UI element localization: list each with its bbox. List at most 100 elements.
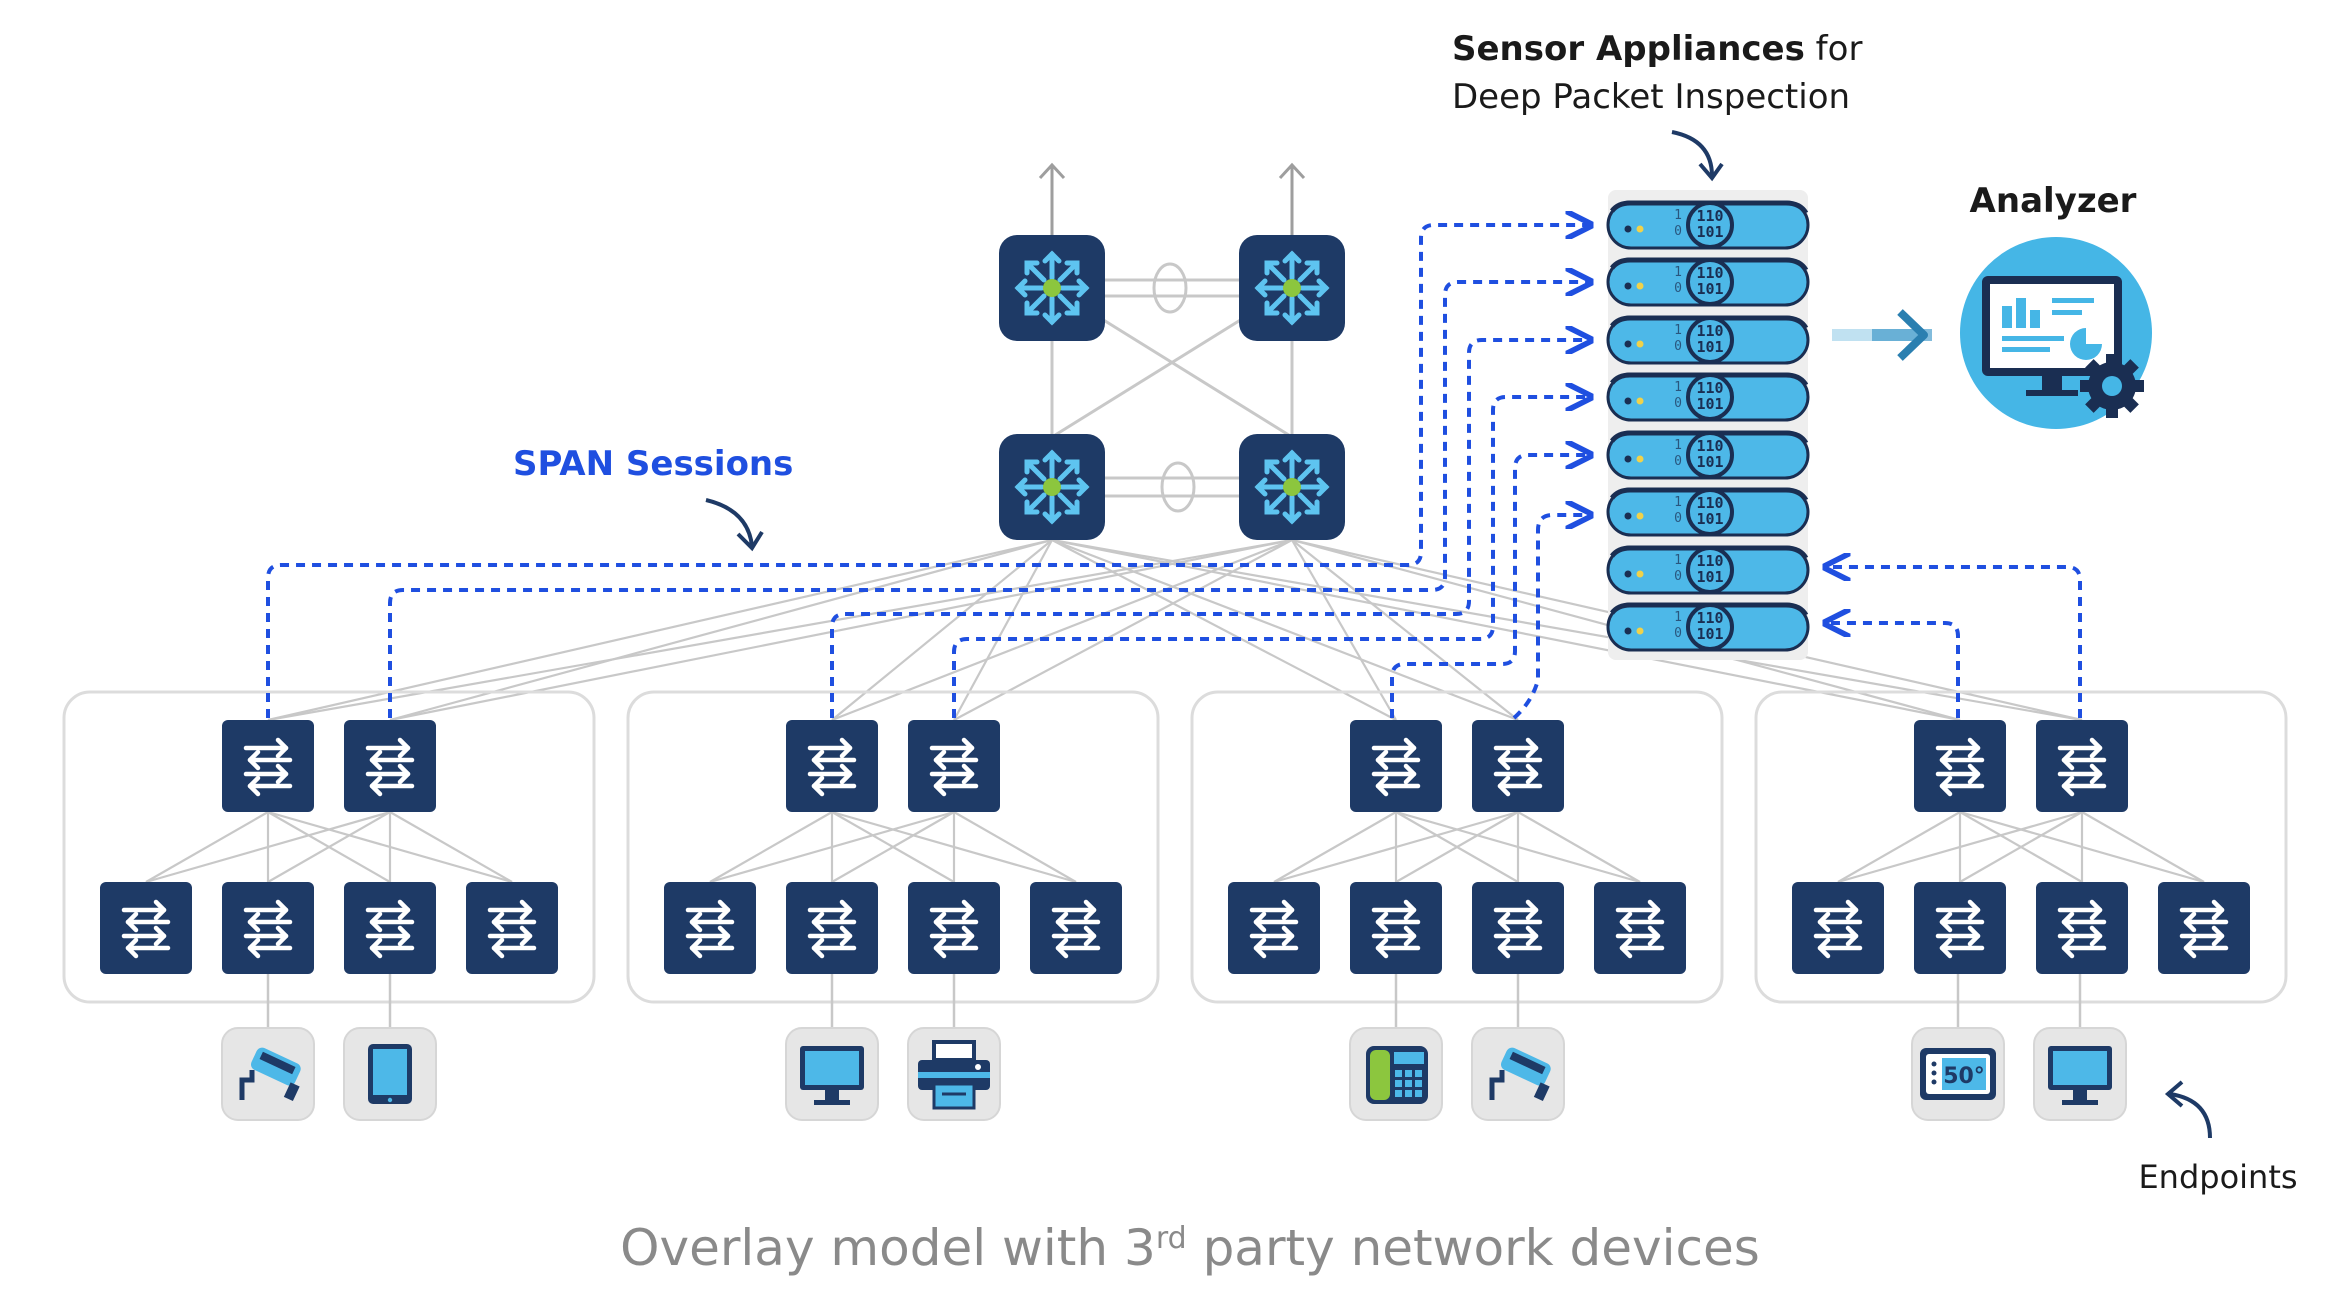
endpoint [221, 974, 315, 1121]
aggregation-switch-icon [786, 720, 878, 812]
span-label-arrow [705, 498, 754, 547]
pod-3 [1190, 690, 1724, 1004]
span-path [1390, 455, 1588, 718]
core-agg-link [953, 539, 1293, 721]
core-agg-link [1291, 539, 1397, 721]
access-switch-icon [786, 882, 878, 974]
sensor-heading-arrow [1671, 130, 1714, 177]
security-camera-icon [1489, 1047, 1551, 1102]
aggregation-switch-icon [222, 720, 314, 812]
access-switch-icon [466, 882, 558, 974]
security-camera-icon [239, 1047, 301, 1102]
endpoint: 50° [1911, 974, 2005, 1121]
sensor-bits-bottom: 101 [1696, 568, 1723, 586]
sensor-bits-faint: 0 [1674, 569, 1682, 584]
sensor-bits-bottom: 101 [1696, 510, 1723, 528]
access-switch-icon [1350, 882, 1442, 974]
agg-access-link [1837, 810, 2083, 884]
core-agg-link [267, 538, 1053, 722]
sensor-heading-arrow-head [1698, 162, 1724, 182]
sensor-bits-top: 110 [1696, 609, 1723, 627]
pod-4 [1754, 690, 2288, 1004]
core-agg-link [267, 538, 1293, 722]
sensor-bits-faint: 1 [1674, 553, 1682, 568]
analyzer-feed-arrow [1832, 309, 1932, 361]
agg-access-link [389, 811, 513, 883]
sensor-bits-top: 110 [1696, 207, 1723, 225]
sensor-bits-top: 110 [1696, 264, 1723, 282]
pod-boundary [626, 690, 1160, 1004]
sensor-bits-faint: 1 [1674, 438, 1682, 453]
endpoint [1471, 974, 1565, 1121]
access-switch-icon [2036, 882, 2128, 974]
access-switch-icon [1228, 882, 1320, 974]
endpoint [785, 974, 879, 1121]
pod-boundary [1754, 690, 2288, 1004]
endpoints-arrow-head [2164, 1080, 2184, 1108]
access-switch-icon [1030, 882, 1122, 974]
sensor-bits-faint: 0 [1674, 511, 1682, 526]
endpoint [907, 974, 1001, 1121]
sensor-bits-bottom: 101 [1696, 280, 1723, 298]
pod-2 [626, 690, 1160, 1004]
access-switch-icon [1594, 882, 1686, 974]
sensor-bits-top: 110 [1696, 379, 1723, 397]
core-agg-link [389, 538, 1053, 722]
analyzer-icon [1960, 237, 2152, 429]
pod-1 [62, 690, 596, 1004]
core-agg-link [1051, 538, 1961, 722]
sensor-bits-top: 110 [1696, 552, 1723, 570]
core-router-icon [1239, 434, 1345, 540]
span-session-paths [266, 225, 2082, 720]
endpoint [2033, 974, 2127, 1121]
core-agg-link [1051, 538, 1519, 722]
access-switch-icon [1472, 882, 1564, 974]
access-switch-icon [2158, 882, 2250, 974]
agg-access-link [1517, 811, 1641, 883]
sensor-bits-faint: 0 [1674, 281, 1682, 296]
core-agg-link [389, 538, 1293, 722]
core-agg-link [831, 538, 1293, 722]
span-path [1512, 515, 1588, 720]
thermostat-reading: 50° [1943, 1064, 1985, 1089]
sensor-bits-faint: 0 [1674, 339, 1682, 354]
access-switch-icon [222, 882, 314, 974]
pod-boundary [62, 690, 596, 1004]
span-path [266, 225, 1588, 718]
span-path [952, 397, 1588, 718]
endpoints-label: Endpoints [2138, 1158, 2297, 1196]
sensor-bits-bottom: 101 [1696, 453, 1723, 471]
core-agg-link [831, 539, 1053, 721]
access-switch-icon [908, 882, 1000, 974]
sensor-bits-faint: 1 [1674, 610, 1682, 625]
uplink-arrows [1038, 162, 1306, 237]
sensor-bits-top: 110 [1696, 437, 1723, 455]
endpoint [1349, 974, 1443, 1121]
monitor-icon [800, 1046, 864, 1105]
core-router-icon [1239, 235, 1345, 341]
span-path [1828, 623, 1960, 718]
aggregation-switch-icon [908, 720, 1000, 812]
core-router-icon [999, 434, 1105, 540]
core-agg-link [1051, 539, 1397, 721]
agg-access-link [267, 811, 391, 883]
sensor-bits-faint: 1 [1674, 208, 1682, 223]
aggregation-switch-icon [1472, 720, 1564, 812]
span-path [1828, 567, 2082, 718]
agg-access-link [2081, 811, 2205, 883]
aggregation-switch-icon [344, 720, 436, 812]
sensor-bits-faint: 1 [1674, 265, 1682, 280]
agg-access-link [145, 811, 269, 883]
agg-access-link [953, 811, 1077, 883]
sensor-bits-faint: 0 [1674, 626, 1682, 641]
pods: 50° [62, 690, 2288, 1121]
thermostat-icon: 50° [1920, 1048, 1996, 1100]
sensor-bits-faint: 0 [1674, 396, 1682, 411]
access-switch-icon [1792, 882, 1884, 974]
span-path [830, 340, 1588, 718]
